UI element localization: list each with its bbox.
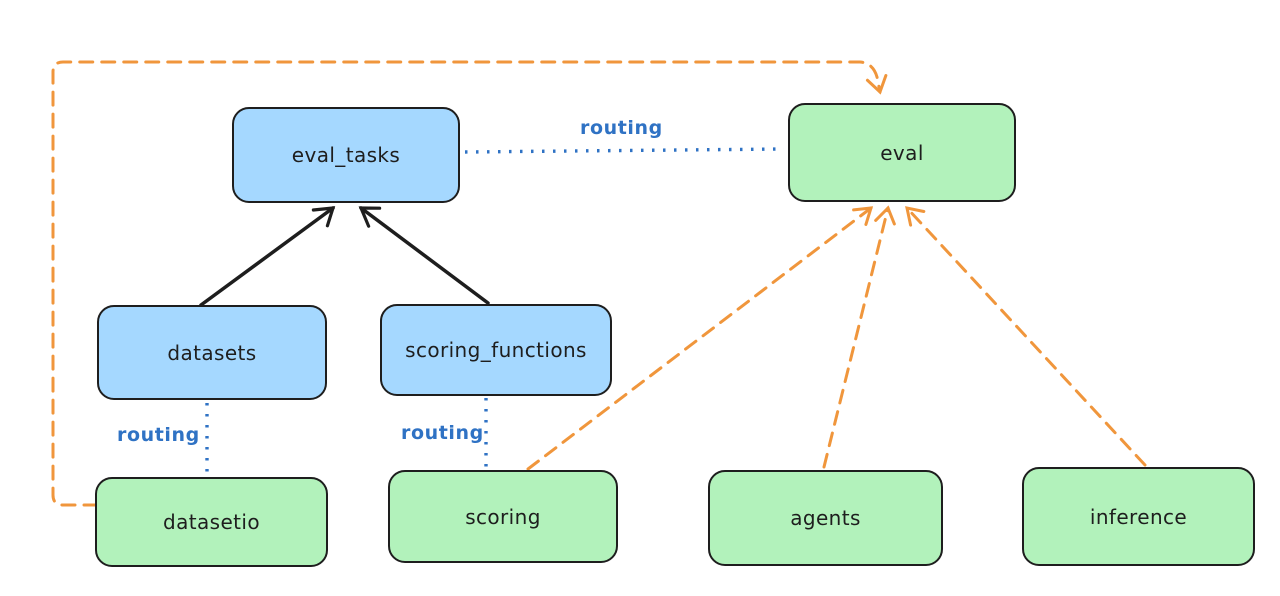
node-datasetio: datasetio xyxy=(95,477,328,567)
node-eval-tasks: eval_tasks xyxy=(232,107,460,203)
node-scoring-functions: scoring_functions xyxy=(380,304,612,396)
node-eval-tasks-label: eval_tasks xyxy=(291,143,401,167)
routing-label-datasets-datasetio: routing xyxy=(117,424,200,446)
node-agents: agents xyxy=(708,470,943,566)
node-inference-label: inference xyxy=(1089,504,1188,529)
edge-agents-to-eval xyxy=(822,205,896,469)
node-scoring: scoring xyxy=(388,470,618,563)
node-inference: inference xyxy=(1022,467,1255,566)
node-eval-label: eval xyxy=(880,140,924,165)
edge-datasets-to-eval-tasks xyxy=(199,206,336,307)
node-datasets-label: datasets xyxy=(167,340,257,365)
node-datasetio-label: datasetio xyxy=(162,510,260,534)
node-scoring-label: scoring xyxy=(465,504,541,529)
routing-label-eval-tasks-eval: routing xyxy=(580,117,663,139)
node-scoring-functions-label: scoring_functions xyxy=(405,338,587,362)
node-eval: eval xyxy=(788,103,1016,202)
routing-label-scoring-functions-scoring: routing xyxy=(401,422,484,444)
edge-inference-to-eval xyxy=(905,206,1147,467)
edge-scoring-functions-to-eval-tasks xyxy=(358,206,490,305)
edge-eval-tasks-to-eval-routing xyxy=(464,147,785,154)
node-agents-label: agents xyxy=(790,506,861,530)
node-datasets: datasets xyxy=(97,305,327,400)
